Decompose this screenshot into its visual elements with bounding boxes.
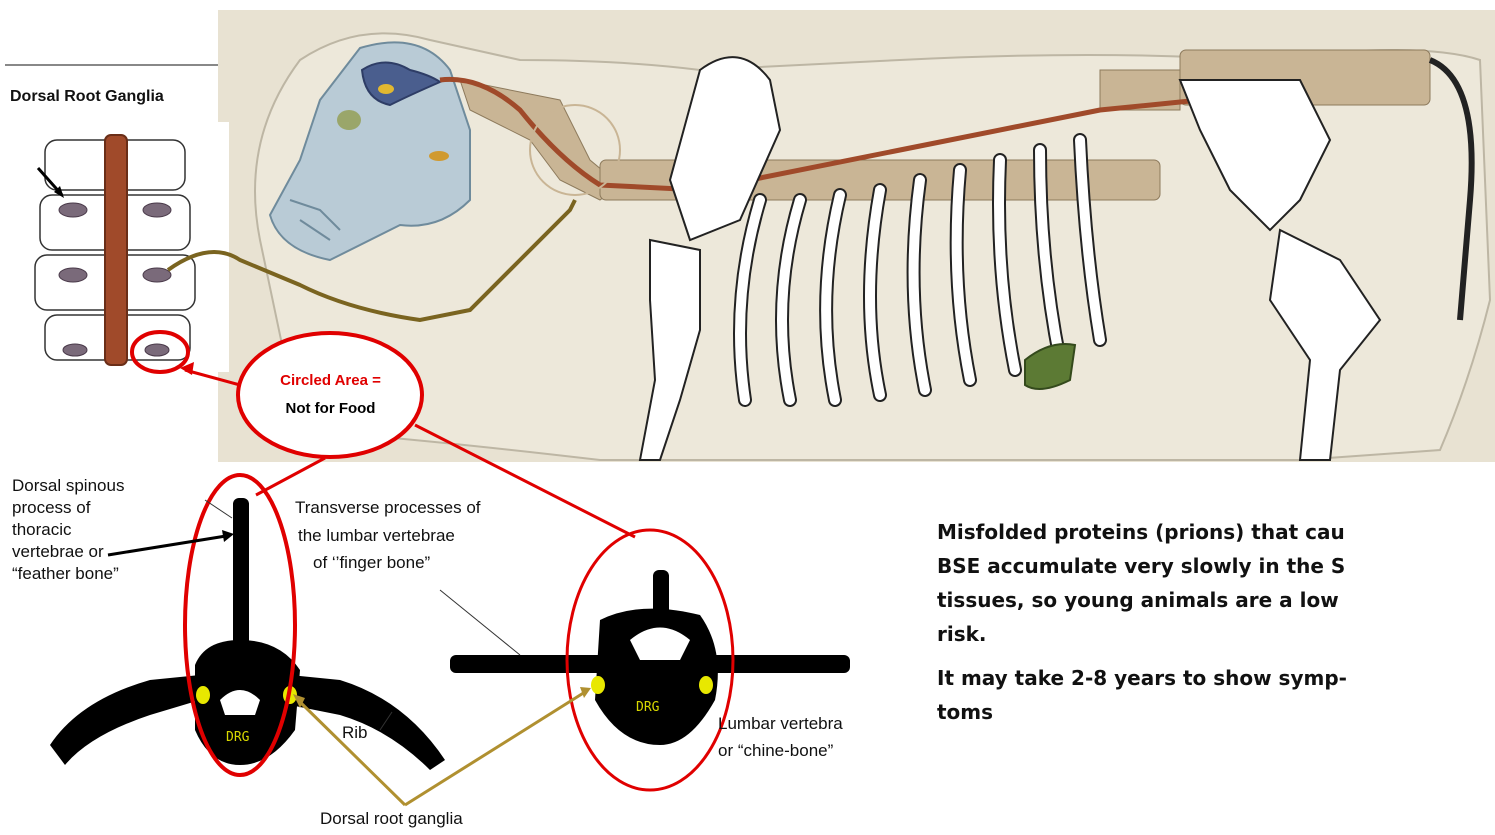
inset-title: Dorsal Root Ganglia	[10, 86, 164, 108]
label-dorsal-spinous-1: Dorsal spinous	[12, 475, 124, 497]
brain-spot	[378, 84, 394, 94]
label-transverse-2: the lumbar vertebrae	[298, 525, 455, 547]
eye-shape	[337, 110, 361, 130]
label-dorsal-spinous-5: “feather bone”	[12, 563, 119, 585]
label-dorsal-spinous-4: vertebrae or	[12, 541, 104, 563]
drg-tag-right: DRG	[636, 700, 659, 715]
label-dorsal-root-ganglia: Dorsal root ganglia	[320, 808, 463, 830]
spinous-pointer-arrow	[108, 536, 226, 555]
paragraph-1-line-2: BSE accumulate very slowly in the S	[937, 550, 1345, 582]
label-rib: Rib	[342, 722, 368, 744]
drg-tag-left: DRG	[226, 730, 249, 745]
paragraph-2-line-1: It may take 2-8 years to show symp-	[937, 662, 1347, 694]
label-lumbar-1: Lumbar vertebra	[718, 713, 843, 735]
paragraph-1-line-4: risk.	[937, 618, 987, 650]
label-dorsal-spinous-2: process of	[12, 497, 90, 519]
paragraph-2-line-2: toms	[937, 696, 993, 728]
label-dorsal-spinous-3: thoracic	[12, 519, 72, 541]
drg-dot-right-2	[699, 676, 713, 694]
label-transverse-1: Transverse processes of	[295, 497, 481, 519]
inset-spinal-cord	[105, 135, 127, 365]
paragraph-1-line-3: tissues, so young animals are a low	[937, 584, 1339, 616]
jaw-spot	[429, 151, 449, 161]
drg-inset-image	[5, 122, 229, 372]
drg-dot-left-1	[196, 686, 210, 704]
callout-line-2: Not for Food	[258, 398, 403, 420]
paragraph-1-line-1: Misfolded proteins (prions) that cau	[937, 516, 1345, 548]
label-lumbar-2: or “chine-bone”	[718, 740, 833, 762]
callout-ellipse	[238, 333, 422, 457]
drg-dot-right-1	[591, 676, 605, 694]
label-transverse-3: of ‘’finger bone”	[313, 552, 430, 574]
callout-line-1: Circled Area =	[258, 370, 403, 392]
